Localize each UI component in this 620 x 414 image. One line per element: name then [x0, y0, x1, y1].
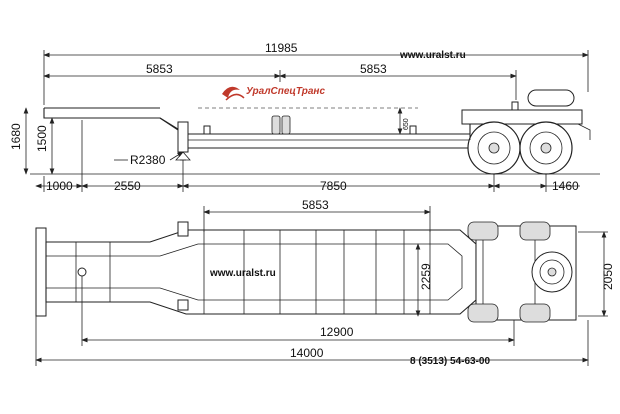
- phone-label: 8 (3513) 54-63-00: [410, 356, 490, 367]
- landing-gear-top-2: [177, 299, 189, 311]
- overall-length-label: 11985: [265, 41, 298, 55]
- front-plate: [35, 227, 47, 317]
- rear-deck: [461, 109, 583, 125]
- frame-length-label: 12900: [320, 325, 354, 339]
- top-wheel-4: [519, 303, 551, 323]
- deck-step-label: 650: [403, 118, 410, 130]
- top-view: 5853 www.uralst.ru 2259: [35, 198, 615, 367]
- side-view: 11985 www.uralst.ru 5853 5853 УралСпецТр…: [9, 41, 600, 193]
- outer-width-label: 2050: [601, 263, 615, 290]
- height-total-label: 1680: [9, 123, 23, 150]
- top-wheel-2: [519, 221, 551, 241]
- kingpin-offset-label: 2550: [114, 179, 141, 193]
- top-wheel-1: [467, 221, 499, 241]
- landing-gear: [177, 121, 189, 153]
- main-frame: [185, 133, 471, 149]
- rear-span-label: 1460: [552, 179, 579, 193]
- brand-logo: УралСпецТранс: [222, 86, 325, 101]
- front-overhang-label: 1000: [46, 179, 73, 193]
- total-length-label: 14000: [290, 346, 324, 360]
- height-deck-label: 1500: [35, 125, 49, 152]
- brand-label: УралСпецТранс: [246, 86, 325, 97]
- landing-gear-top-1: [177, 221, 189, 237]
- website-label-side: www.uralst.ru: [399, 50, 466, 61]
- air-tank-1: [271, 115, 281, 135]
- air-tank-2: [281, 115, 291, 135]
- side-wheel-2: [519, 121, 573, 175]
- side-wheel-1: [467, 121, 521, 175]
- top-wheel-3: [467, 303, 499, 323]
- container-left-label: 5853: [146, 62, 173, 76]
- kingpin: [77, 267, 87, 277]
- inner-width-label: 2259: [419, 263, 433, 290]
- radius-label: R2380: [130, 153, 166, 167]
- wheelbase-label: 7850: [320, 179, 347, 193]
- container-length-label: 5853: [302, 198, 329, 212]
- spare-wheel: [527, 89, 575, 107]
- container-right-label: 5853: [360, 62, 387, 76]
- website-label-top: www.uralst.ru: [209, 268, 276, 279]
- cross-members: [75, 230, 431, 314]
